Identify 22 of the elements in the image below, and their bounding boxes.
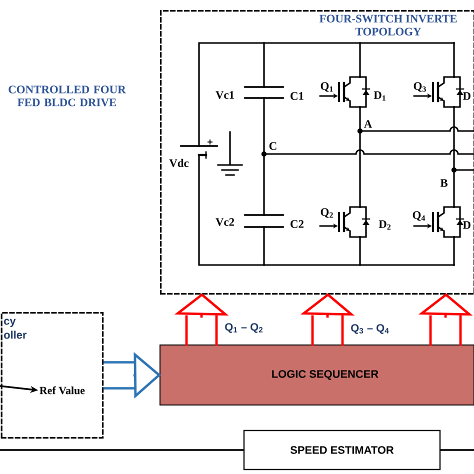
component-label: D$_{1}$ <box>374 91 386 101</box>
component-label: B <box>440 179 448 187</box>
title: CONTROLLED FOUR FED BLDC DRIVE <box>8 86 126 106</box>
component-label: D <box>462 221 470 229</box>
process-box: SPEED ESTIMATOR <box>243 430 441 470</box>
component-label: A <box>364 120 372 128</box>
component-label: C <box>269 142 276 150</box>
logic-block: LOGIC SEQUENCER <box>160 344 474 406</box>
component-label: C1 <box>290 92 304 100</box>
signal-label: Ref Value <box>40 386 85 394</box>
component-label: Q$_{1}$ <box>320 82 333 92</box>
component-label: C2 <box>290 220 304 228</box>
component-label: Vc2 <box>216 218 234 226</box>
edge-label: Q$_{1}$ – Q$_{2}$ <box>224 322 264 334</box>
component-label: D$_{2}$ <box>378 220 391 230</box>
component-label: D <box>462 92 470 100</box>
edge-label: Q$_{3}$ – Q$_{4}$ <box>350 323 390 335</box>
component-label: Vdc <box>169 158 189 168</box>
component-label: Vc1 <box>216 91 234 99</box>
component-label: Q$_{2}$ <box>320 208 333 218</box>
component-label: Q$_{4}$ <box>412 211 426 221</box>
component-label: Q$_{3}$ <box>414 82 426 92</box>
